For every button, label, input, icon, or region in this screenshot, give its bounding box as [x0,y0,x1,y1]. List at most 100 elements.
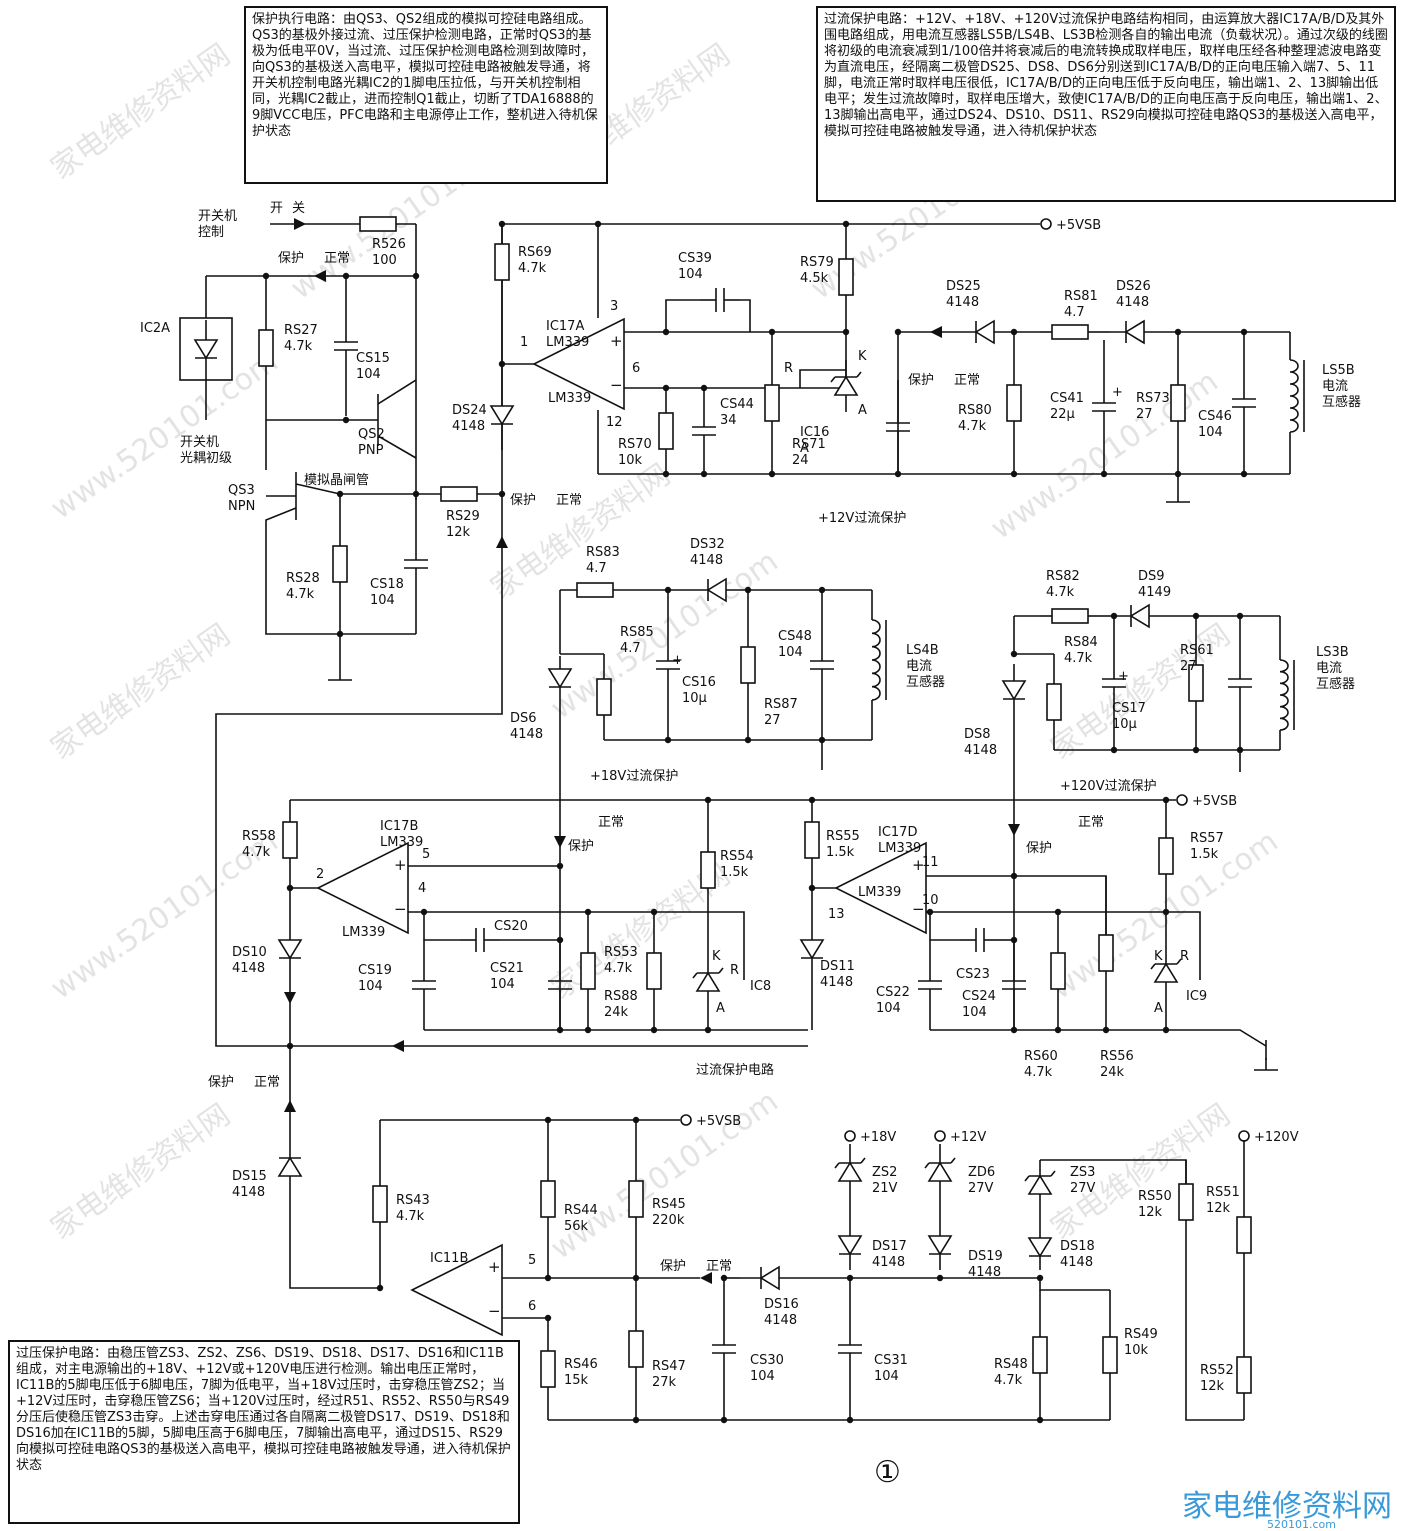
ic17b-opamp-plus: + [394,856,407,874]
ds16-label-1: 4148 [764,1313,797,1328]
pin-k: K [858,349,867,364]
wire [740,299,751,332]
ic16-label-1: A [800,441,809,456]
r526-resistor [359,216,397,232]
rs28-label-0: RS28 [286,571,320,586]
ds9-diode [1129,603,1150,629]
ic17d-part: LM339 [858,885,901,900]
rs79-label-1: 4.5k [800,271,829,286]
wire [265,507,297,596]
junction-dot [1162,1026,1170,1034]
signal-arrow [496,536,508,548]
cs15-label-1: 104 [356,367,381,382]
pin: 10 [922,893,939,908]
normal-label: 正常 [254,1075,280,1090]
ic8-label-0: IC8 [750,979,771,994]
pin-k: K [712,949,721,964]
zs2-label-0: ZS2 [872,1165,897,1180]
junction-dot [412,272,420,280]
rs46-label-1: 15k [564,1373,589,1388]
ds9-label-0: DS9 [1138,569,1165,584]
protect-label: 保护 [660,1259,686,1274]
watermark-text: 家电维修资料网 [45,617,237,766]
rs49-label-1: 10k [1124,1343,1149,1358]
rs29-label-0: RS29 [446,509,480,524]
rs70-label-1: 10k [618,453,643,468]
cs48-label-1: 104 [778,645,803,660]
rs57-label-1: 1.5k [1190,847,1219,862]
rs28-resistor [332,545,348,583]
cs41-label-0: CS41 [1050,391,1084,406]
rs60-resistor [1050,952,1066,990]
rs84-label-0: RS84 [1064,635,1098,650]
wire [926,911,1201,980]
wire [377,435,417,459]
ds15-diode [277,1156,303,1177]
watermark-text: 家电维修资料网 [45,1097,237,1246]
qs3-label-0: QS3 [228,483,255,498]
ds6-label-0: DS6 [510,711,537,726]
rail-label-vsb1: +5VSB [1056,218,1101,233]
ds17-label-0: DS17 [872,1239,907,1254]
rs80-label-0: RS80 [958,403,992,418]
wire [665,299,700,332]
cs46-label-1: 104 [1198,425,1223,440]
ic2a-label: IC2A [140,321,170,336]
ds18-label-1: 4148 [1060,1255,1093,1270]
rail-terminal [1176,794,1188,806]
polarity: + [672,653,683,668]
ic17a-opamp [532,317,625,411]
pin-a: A [1154,1001,1163,1016]
ds25-diode [974,319,995,345]
wire [501,300,534,365]
cs44-label-0: CS44 [720,397,754,412]
rs82-resistor [1051,608,1089,624]
rs55-label-1: 1.5k [826,845,855,860]
rail-label-v18: +18V [860,1130,896,1145]
rs83-label-1: 4.7 [586,561,607,576]
section-title-oc120: +120V过流保护 [1060,779,1157,794]
protect-label: 保护 [908,373,934,388]
signal-arrow [700,1272,712,1284]
signal-arrow [554,836,566,848]
rs83-resistor [576,582,614,598]
cs39-label-1: 104 [678,267,703,282]
ds8-label-1: 4148 [964,743,997,758]
cs16-label-1: 10μ [682,691,707,706]
cs30-label-1: 104 [750,1369,775,1384]
pin-r: R [1180,949,1189,964]
pin: 5 [422,847,430,862]
junction-dot [894,328,902,336]
ic16-label-0: IC16 [800,425,829,440]
labels: 开关机控制开关R526100保护正常IC2A开关机光耦初级RS274.7kCS1… [140,201,1361,1490]
junction-dot [936,1274,944,1282]
wire [624,331,847,380]
ls4b-transformer [871,619,881,701]
ds15-label-1: 4148 [232,1185,265,1200]
section-title-oc: 过流保护电路 [696,1062,774,1078]
wire [289,880,318,889]
ls5b-label-2: 互感器 [1322,394,1361,410]
pin-r: R [784,361,793,376]
section-title-oc12: +12V过流保护 [818,511,906,526]
normal-label: 正常 [954,373,980,388]
normal-label: 正常 [324,251,350,266]
rs46-label-0: RS46 [564,1357,598,1372]
rs48-resistor [1032,1336,1048,1374]
protect-label: 保护 [1026,841,1052,856]
cs20-label-0: CS20 [494,919,528,934]
rs58-label-0: RS58 [242,829,276,844]
wire [215,224,808,1047]
ds25-label-1: 4148 [946,295,979,310]
ds25-label-0: DS25 [946,279,981,294]
pin: 12 [606,415,623,430]
rail-terminal [1238,1130,1250,1142]
zs3-zener [1027,1174,1053,1195]
rs60-label-1: 4.7k [1024,1065,1053,1080]
qs3-label-1: NPN [228,499,255,514]
ds17-diode [837,1235,863,1256]
r526-label-1: 100 [372,253,397,268]
ds10-diode [277,939,303,960]
ds10-label-1: 4148 [232,961,265,976]
wire [1013,616,1054,655]
